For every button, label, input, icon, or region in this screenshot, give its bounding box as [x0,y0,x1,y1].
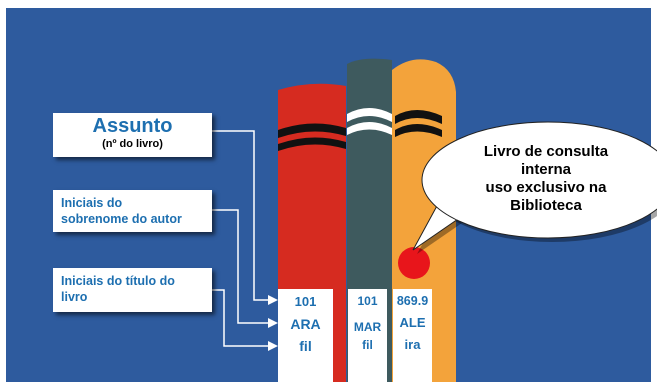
autor-label: Iniciais do sobrenome do autor [61,196,182,226]
connector-arrows [268,295,278,351]
spine-label-gray: 101 MAR fil [348,289,387,382]
spine-label-orange: 869.9 ALE ira [393,289,432,382]
spine-orange-line-3: ira [404,337,421,352]
spine-gray-line-1: 101 [357,294,378,308]
assunto-title: Assunto [92,115,173,137]
speech-bubble [412,121,657,254]
spine-orange-line-1: 869.9 [396,294,429,308]
titulo-label: Iniciais do título do livro [61,274,175,304]
connector-lines [212,130,270,347]
label-box-titulo: Iniciais do título do livro [53,268,212,312]
assunto-subtitle: (nº do livro) [102,138,163,150]
callout-text: Livro de consulta interna uso exclusivo … [483,143,609,214]
spine-gray-line-3: fil [362,338,373,352]
spine-red-line-3: fil [299,338,312,354]
spine-red-line-2: ARA [290,316,321,332]
spine-gray-line-2: MAR [353,320,382,334]
spine-red-line-1: 101 [294,294,317,309]
label-box-autor: Iniciais do sobrenome do autor [53,190,212,232]
spine-orange-line-2: ALE [399,315,426,330]
label-box-assunto: Assunto (nº do livro) [53,113,212,157]
spine-label-red: 101 ARA fil [278,289,333,382]
red-dot [398,247,430,279]
